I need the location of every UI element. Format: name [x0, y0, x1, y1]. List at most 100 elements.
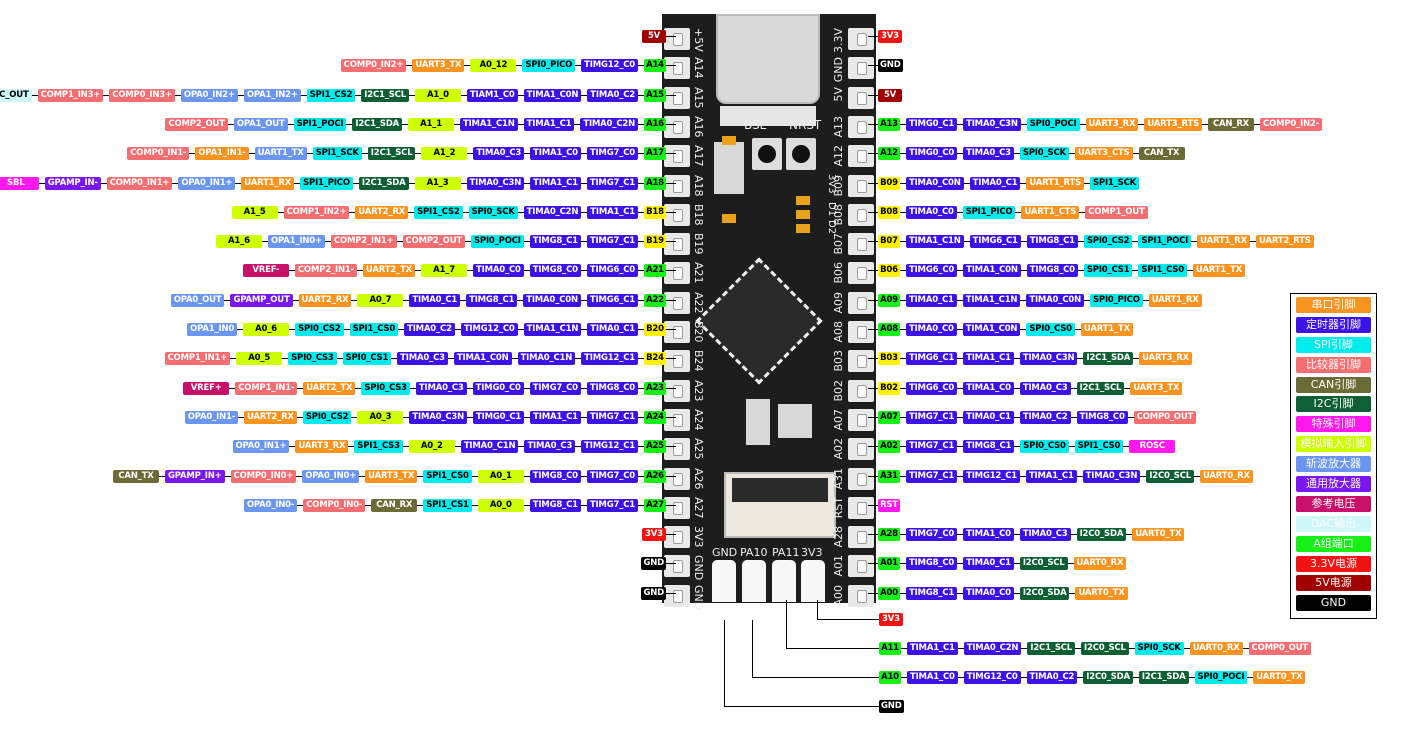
pin-lead: [868, 153, 878, 155]
pin-function-tag: UART3_RX: [295, 440, 349, 454]
connector-line: [460, 94, 467, 96]
pin-function-tag: TIMA0_C3N: [409, 410, 468, 424]
legend-item: SPI引脚: [1296, 336, 1371, 353]
connector-line: [248, 153, 255, 155]
connector-line: [238, 416, 245, 418]
connector-line: [1068, 153, 1075, 155]
connector-line: [517, 211, 524, 213]
connector-line: [471, 475, 478, 477]
bottom-silk-pa11: PA11: [772, 546, 800, 559]
header-pad-right: [848, 408, 874, 431]
connector-line: [1254, 123, 1260, 125]
pin-function-tag: A0_0: [477, 498, 524, 512]
nrst-button[interactable]: [786, 138, 816, 170]
connector-line: [1013, 416, 1020, 418]
header-pad-right: [848, 233, 874, 256]
pin-function-tag: TIMA0_C1: [963, 410, 1014, 424]
pin-label: A10: [879, 671, 901, 684]
pin-function-tag: ROSC: [1129, 440, 1176, 454]
pin-function-tag: UART3_TX: [365, 469, 418, 483]
silk-right: A31: [832, 467, 845, 490]
bottom-silk-gnd: GND: [712, 546, 738, 559]
pin-label: A25: [644, 440, 666, 454]
pin-function-tag: TIMG8_C0: [1076, 410, 1128, 424]
pin-function-tag: TIMA1_C0N: [523, 88, 582, 102]
header-pad-right: [848, 467, 874, 490]
pin-lead: [666, 446, 676, 448]
pin-function-tag: OPA0_OUT: [170, 293, 225, 307]
pin-label: A14: [644, 59, 666, 73]
pin-function-tag: COMP1_IN1-: [235, 381, 298, 395]
connector-line: [516, 65, 523, 67]
silk-left: A15: [692, 86, 705, 109]
connector-line: [229, 387, 236, 389]
pin-lead: [666, 211, 676, 213]
connector-line: [1138, 123, 1145, 125]
connector-line: [467, 153, 474, 155]
connector-line: [1020, 241, 1027, 243]
connector-line: [402, 446, 409, 448]
pin-function-tag: COMP1_IN1+: [164, 352, 231, 366]
connector-line: [523, 241, 530, 243]
pin-lead: [868, 36, 878, 37]
header-pad-left: [664, 496, 690, 519]
connector-line: [1013, 534, 1020, 536]
connector-line: [454, 123, 460, 125]
connector-line: [462, 211, 469, 213]
connector-line: [957, 358, 964, 360]
header-pad-right: [848, 145, 874, 168]
pin-function-tag: TIMA0_C0N: [906, 176, 964, 190]
legend-item: DAC输出: [1296, 515, 1371, 532]
header-pad-left: [664, 467, 690, 490]
connector-line: [31, 94, 38, 96]
silk-left: GND: [692, 584, 705, 610]
silk-right: A01: [832, 555, 845, 577]
pin-function-tag: COMP0_IN2+: [340, 59, 407, 73]
header-pad-left: [664, 203, 690, 226]
pin-function-tag: TIMA0_C3: [524, 440, 576, 454]
silk-right: A12: [832, 145, 845, 167]
pin-function-tag: SPI0_CS1: [342, 352, 392, 366]
pin-function-tag: COMP2_OUT: [165, 117, 228, 131]
bsl-button[interactable]: [752, 138, 782, 170]
connector-line: [523, 475, 530, 477]
pin-lead: [666, 387, 676, 389]
legend-item: 特殊引脚: [1296, 416, 1371, 433]
pin-function-tag: I2C1_SCL: [1027, 642, 1076, 655]
silk-left: A17: [692, 145, 705, 167]
silk-left: A22: [692, 291, 705, 314]
connector-line: [1079, 123, 1086, 125]
pin-function-tag: TIMA0_C3: [473, 147, 525, 161]
led: [722, 214, 736, 223]
pin-function-tag: TIMA0_C0N: [523, 293, 581, 307]
connector-line: [1020, 123, 1027, 125]
pin-function-tag: UART2_RTS: [1256, 235, 1314, 249]
pin-function-tag: CAN_RX: [371, 498, 418, 512]
connector-line: [300, 94, 307, 96]
pin-lead: [868, 387, 878, 389]
pin-function-tag: TIMG12_C0: [963, 671, 1021, 684]
usb-c-connector: [716, 14, 820, 104]
pin-function-tag: UART3_CTS: [1074, 147, 1133, 161]
pin-function-tag: UART1_TX: [254, 147, 307, 161]
pin-function-tag: COMP1_IN2+: [283, 205, 350, 219]
pin-label: 3V3: [878, 30, 902, 43]
pin-lead: [868, 534, 878, 536]
connector-line: [523, 504, 530, 506]
pin-function-tag: TIMA1_C1: [587, 205, 638, 219]
pin-function-tag: TIMG8_C1: [963, 440, 1015, 454]
connector-line: [957, 416, 964, 418]
pin-lead: [868, 563, 878, 565]
pin-function-tag: UART0_RX: [1073, 557, 1127, 571]
pin-function-tag: TIMA1_C1: [963, 352, 1014, 366]
connector-line: [900, 123, 906, 125]
pin-lead: [666, 358, 676, 360]
connector-line: [296, 475, 303, 477]
pin-function-tag: TIMA0_C2N: [963, 642, 1022, 655]
header-pad-left: [664, 438, 690, 461]
